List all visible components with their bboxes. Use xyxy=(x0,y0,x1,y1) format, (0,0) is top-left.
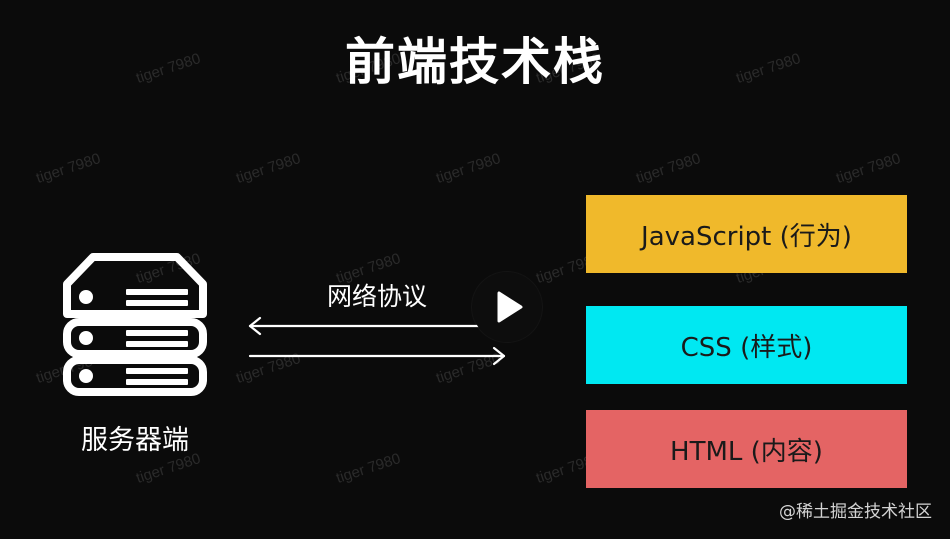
server-icon xyxy=(63,253,207,396)
server-label: 服务器端 xyxy=(81,425,189,456)
arrow-to-server-head xyxy=(248,316,262,336)
watermark-text: tiger 7980 xyxy=(834,150,903,187)
layer-html: HTML (内容) xyxy=(586,410,907,488)
watermark-text: tiger 7980 xyxy=(234,150,303,187)
arrow-to-client-head xyxy=(492,346,506,366)
play-icon xyxy=(497,291,523,323)
watermark-text: tiger 7980 xyxy=(634,150,703,187)
layer-css: CSS (样式) xyxy=(586,306,907,384)
protocol-label: 网络协议 xyxy=(326,282,427,311)
slide-title: 前端技术栈 xyxy=(345,33,605,91)
play-button[interactable] xyxy=(472,272,542,342)
watermark-text: tiger 7980 xyxy=(334,450,403,487)
protocol-arrows xyxy=(248,316,508,366)
layer-javascript: JavaScript (行为) xyxy=(586,195,907,273)
watermark-text: tiger 7980 xyxy=(434,150,503,187)
watermark-text: tiger 7980 xyxy=(34,150,103,187)
source-credit: @稀土掘金技术社区 xyxy=(779,502,932,522)
